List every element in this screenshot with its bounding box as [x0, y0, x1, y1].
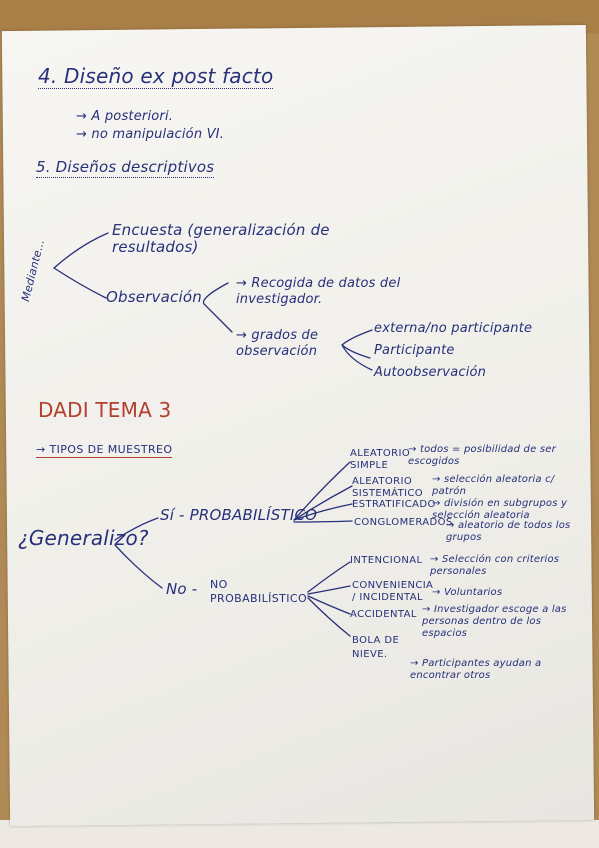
prob-type-name-2: ALEATORIO SISTEMÁTICO [352, 476, 424, 499]
tema-subheading: → TIPOS DE MUESTREO [36, 443, 173, 458]
notebook-page [1, 24, 595, 827]
prob-type-desc-4: → aleatorio de todos los grupos [446, 520, 571, 543]
nonprob-type-name-3: ACCIDENTAL [350, 609, 417, 620]
prob-type-name-1: ALEATORIO SIMPLE [350, 448, 411, 471]
no-label: No - [166, 580, 198, 598]
grado-autoobservacion: Autoobservación [374, 365, 487, 380]
grado-participante: Participante [374, 343, 455, 358]
section5-heading: 5. Diseños descriptivos [36, 158, 215, 178]
observacion-label: Observación [106, 288, 202, 306]
nonprob-type-name-4: BOLA DE NIEVE. [352, 635, 400, 660]
observacion-item-1: → Recogida de datos del investigador. [236, 276, 401, 307]
prob-type-desc-1: → todos = posibilidad de ser escogidos [408, 444, 556, 467]
si-probabilistico: Sí - PROBABILÍSTICO [160, 506, 318, 524]
prob-type-desc-2: → selección aleatoria c/ patrón [432, 474, 555, 497]
nonprob-type-desc-1: → Selección con criterios personales [430, 554, 560, 577]
prob-type-name-4: CONGLOMERADOS [354, 517, 453, 528]
nonprob-type-desc-2: → Voluntarios [432, 587, 503, 598]
nonprob-type-desc-3: → Investigador escoge a las personas den… [422, 604, 567, 639]
section4-item-2: → no manipulación VI. [76, 127, 225, 142]
tema-heading: DADI TEMA 3 [38, 398, 172, 422]
encuesta-label: Encuesta (generalización de resultados) [112, 221, 330, 256]
nonprob-type-name-1: INTENCIONAL [350, 555, 423, 566]
prob-type-desc-3: → división en subgrupos y selección alea… [432, 498, 568, 521]
section4-heading: 4. Diseño ex post facto [38, 64, 274, 89]
observacion-item-2: → grados de observación [236, 328, 319, 359]
no-probabilistico: NO PROBABILÍSTICO [210, 578, 308, 605]
section4-item-1: → A posteriori. [76, 109, 174, 124]
generalizo-question: ¿Generalizo? [18, 526, 149, 550]
nonprob-type-name-2: CONVENIENCIA / INCIDENTAL [352, 580, 434, 603]
prob-type-name-3: ESTRATIFICADO [352, 499, 436, 510]
grado-externa: externa/no participante [374, 321, 533, 336]
nonprob-type-desc-4: → Participantes ayudan a encontrar otros [410, 658, 542, 681]
tema-subheading-text: → TIPOS DE MUESTREO [36, 443, 173, 458]
